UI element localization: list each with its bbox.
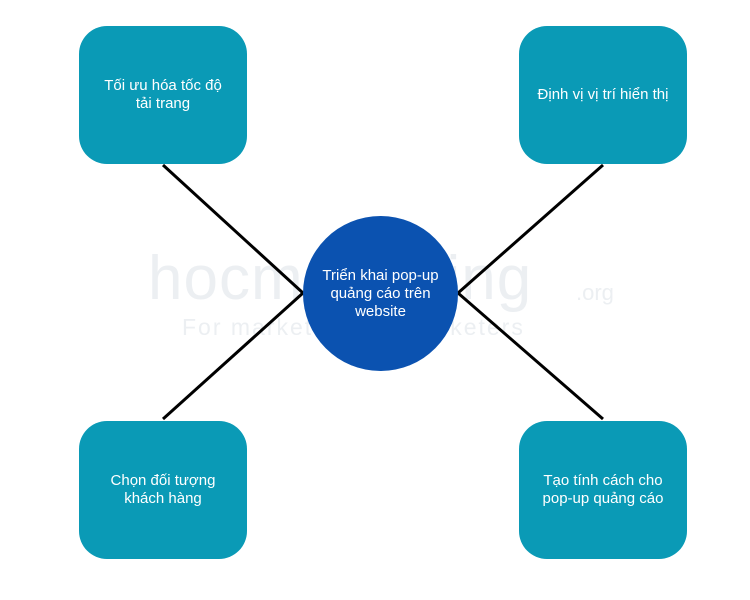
node-bottom-right: Tạo tính cách cho pop-up quảng cáo bbox=[519, 421, 687, 559]
connector-top-left bbox=[161, 163, 305, 295]
center-node-label: Triển khai pop-up quảng cáo trên website bbox=[322, 266, 439, 320]
connector-bottom-right bbox=[457, 291, 604, 421]
node-top-right: Định vị vị trí hiển thị bbox=[519, 26, 687, 164]
node-top-left: Tối ưu hóa tốc độ tải trang bbox=[79, 26, 247, 164]
connector-top-right bbox=[457, 163, 604, 295]
connector-bottom-left bbox=[161, 291, 305, 421]
center-node: Triển khai pop-up quảng cáo trên website bbox=[303, 216, 458, 371]
node-bottom-left: Chọn đối tượng khách hàng bbox=[79, 421, 247, 559]
node-bottom-left-label: Chọn đối tượng khách hàng bbox=[110, 472, 216, 507]
node-top-right-label: Định vị vị trí hiển thị bbox=[537, 86, 669, 103]
node-top-left-label: Tối ưu hóa tốc độ tải trang bbox=[104, 77, 222, 112]
node-bottom-right-label: Tạo tính cách cho pop-up quảng cáo bbox=[542, 472, 664, 507]
